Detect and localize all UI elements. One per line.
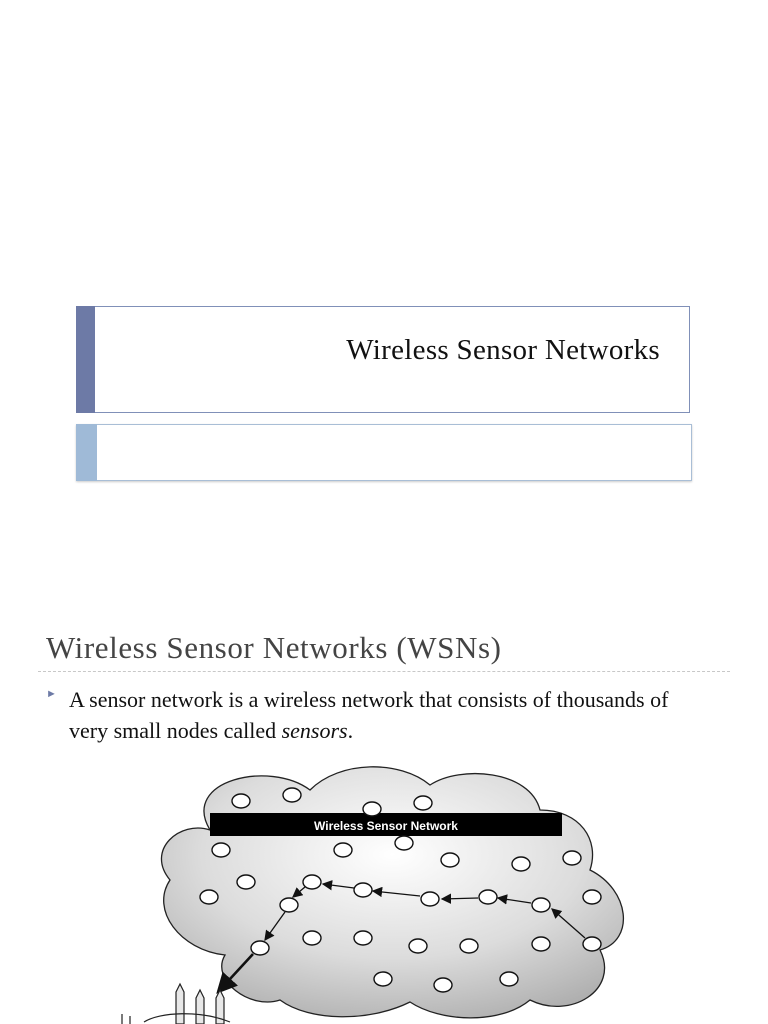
sensor-node (199, 889, 219, 905)
sensor-node (582, 889, 602, 905)
sensor-node (531, 936, 551, 952)
hop-arrow (371, 886, 421, 898)
sensor-node (279, 897, 299, 913)
sensor-nodes (199, 787, 602, 993)
sensor-node (362, 801, 382, 817)
sensor-node (353, 930, 373, 946)
bullet-arrow-icon: ► (46, 688, 57, 700)
base-station-icon (121, 982, 231, 1024)
hop-arrow (264, 911, 286, 942)
subtitle-box (76, 424, 692, 481)
sensor-node (499, 971, 519, 987)
sensor-node (440, 852, 460, 868)
sensor-node (231, 793, 251, 809)
hop-arrow (496, 894, 532, 905)
hop-arrow (321, 880, 355, 891)
heading-divider (38, 671, 730, 672)
banner-label: Wireless Sensor Network (314, 819, 458, 833)
sensor-node (459, 938, 479, 954)
bullet-emphasis: sensors (281, 718, 348, 743)
subtitle-accent-bar (76, 424, 97, 481)
sensor-node (433, 977, 453, 993)
hop-arrow (551, 908, 586, 939)
sensor-node (302, 874, 322, 890)
sensor-node (236, 874, 256, 890)
uplink-arrow (216, 953, 254, 994)
sensor-node (250, 940, 270, 956)
sensor-node (333, 842, 353, 858)
sensor-node (582, 936, 602, 952)
title-accent-bar (76, 306, 95, 413)
sensor-node (511, 856, 531, 872)
wsn-diagram: Wireless Sensor Network (121, 766, 624, 1024)
bullet-text-main: A sensor network is a wireless network t… (69, 687, 669, 743)
hop-arrow (292, 886, 306, 898)
sensor-node (282, 787, 302, 803)
sensor-node (478, 889, 498, 905)
sensor-node (302, 930, 322, 946)
slide-title: Wireless Sensor Networks (346, 334, 660, 366)
sensor-node (408, 938, 428, 954)
sensor-node (394, 835, 414, 851)
sensor-node (562, 850, 582, 866)
sensor-node (211, 842, 231, 858)
sensor-node (531, 897, 551, 913)
title-slide-box (76, 306, 690, 413)
routing-path (264, 880, 586, 942)
banner-bar (210, 813, 562, 836)
sensor-node (413, 795, 433, 811)
sensor-node (420, 891, 440, 907)
sensor-node (353, 882, 373, 898)
hop-arrow (440, 893, 479, 904)
sensor-node (373, 971, 393, 987)
bullet-text: A sensor network is a wireless network t… (69, 684, 709, 746)
section-heading: Wireless Sensor Networks (WSNs) (46, 630, 502, 665)
bullet-text-end: . (347, 718, 354, 743)
